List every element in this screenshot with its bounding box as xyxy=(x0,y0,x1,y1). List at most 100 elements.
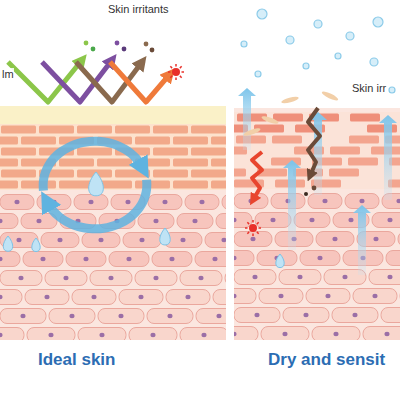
corneum-brick xyxy=(115,170,150,178)
cell-nucleus xyxy=(352,313,357,317)
cell-nucleus xyxy=(14,200,19,204)
moisture-bubble xyxy=(286,36,294,44)
corneum-brick xyxy=(367,125,397,133)
skin-cell xyxy=(234,289,256,304)
corneum-brick xyxy=(59,159,94,167)
skin-cell xyxy=(213,290,226,305)
irritant-ray xyxy=(175,64,177,67)
cell-nucleus xyxy=(20,314,25,318)
skin-cell xyxy=(386,251,400,266)
corneum-brick xyxy=(211,137,226,145)
corneum-brick xyxy=(272,136,302,144)
irritant-ray xyxy=(180,66,182,68)
skin-cell xyxy=(372,213,400,228)
skin-cell xyxy=(234,251,254,266)
irritant-ray xyxy=(168,71,171,73)
skin-cell xyxy=(316,232,354,247)
penetrating-arrow xyxy=(308,108,320,176)
page-ground xyxy=(234,340,400,400)
irritant-ray xyxy=(175,78,177,81)
corneum-brick xyxy=(0,181,18,189)
irritant-particle xyxy=(84,41,89,46)
water-drop xyxy=(32,238,40,252)
corneum-brick xyxy=(115,126,150,134)
deflected-arrow xyxy=(76,62,142,102)
cell-nucleus xyxy=(332,237,337,241)
skin-cell xyxy=(255,213,291,228)
corneum-brick xyxy=(21,137,56,145)
cell-nucleus xyxy=(234,256,237,260)
cell-nucleus xyxy=(322,199,327,203)
irritant-particle xyxy=(115,41,120,46)
cell-nucleus xyxy=(18,276,23,280)
skin-cell xyxy=(166,290,210,305)
skin-cell xyxy=(363,327,400,342)
skin-cell xyxy=(300,251,340,266)
skin-cell xyxy=(234,327,258,342)
cell-nucleus xyxy=(185,295,190,299)
irritant-ray xyxy=(252,220,254,223)
corneum-brick xyxy=(77,126,112,134)
skin-cell xyxy=(0,214,18,229)
corneum-brick xyxy=(191,126,226,134)
skin-cell xyxy=(205,233,226,248)
cell-nucleus xyxy=(198,276,203,280)
irritant-label: Skin irritants xyxy=(108,3,169,15)
cell-nucleus xyxy=(396,199,400,203)
cell-nucleus xyxy=(333,332,338,336)
cell-nucleus xyxy=(83,257,88,261)
moisture-bubble xyxy=(370,58,378,66)
irritant-particle xyxy=(249,224,257,232)
irritant-particle xyxy=(122,47,127,52)
moisture-bubble xyxy=(241,41,247,47)
skin-cell xyxy=(234,232,272,247)
cell-nucleus xyxy=(169,257,174,261)
cell-nucleus xyxy=(221,238,226,242)
cell-nucleus xyxy=(99,333,104,337)
cell-nucleus xyxy=(387,275,392,279)
cell-nucleus xyxy=(0,295,3,299)
skin-cell xyxy=(308,194,342,209)
irritant-ray xyxy=(247,222,249,224)
cell-nucleus xyxy=(309,218,314,222)
cell-nucleus xyxy=(48,333,53,337)
corneum-brick xyxy=(1,170,36,178)
skin-cell xyxy=(353,289,397,304)
corneum-brick xyxy=(1,126,36,134)
panel-title: Ideal skin xyxy=(38,350,115,370)
skin-cell xyxy=(72,290,116,305)
corneum-brick xyxy=(39,126,74,134)
skin-cell xyxy=(0,271,42,286)
irritant-particle xyxy=(312,186,317,191)
irritant-particle xyxy=(172,68,180,76)
skin-cell xyxy=(195,252,226,267)
moisture-bubble xyxy=(335,53,341,59)
skin-cell xyxy=(398,232,400,247)
skin-cell xyxy=(225,271,226,286)
irritant-ray xyxy=(170,66,172,68)
irritant-ray xyxy=(170,76,172,78)
corneum-brick xyxy=(21,181,56,189)
cell-nucleus xyxy=(0,257,3,261)
cell-nucleus xyxy=(88,200,93,204)
irritant-particle xyxy=(91,47,96,52)
cell-nucleus xyxy=(199,200,204,204)
irritant-particle xyxy=(144,42,149,47)
cell-nucleus xyxy=(270,218,275,222)
irritant-ray xyxy=(257,222,259,224)
skin-cell xyxy=(25,290,69,305)
water-drop xyxy=(276,254,284,268)
corneum-brick xyxy=(211,181,226,189)
cell-nucleus xyxy=(126,257,131,261)
skin-cell xyxy=(279,270,321,285)
corneum-brick xyxy=(173,137,208,145)
cell-nucleus xyxy=(139,238,144,242)
skin-cell xyxy=(66,252,106,267)
cell-nucleus xyxy=(342,275,347,279)
water-loss-arrow xyxy=(353,205,371,275)
moisture-bubble xyxy=(303,63,309,69)
cell-nucleus xyxy=(317,256,322,260)
cell-nucleus xyxy=(16,238,21,242)
skin-cell xyxy=(216,214,226,229)
